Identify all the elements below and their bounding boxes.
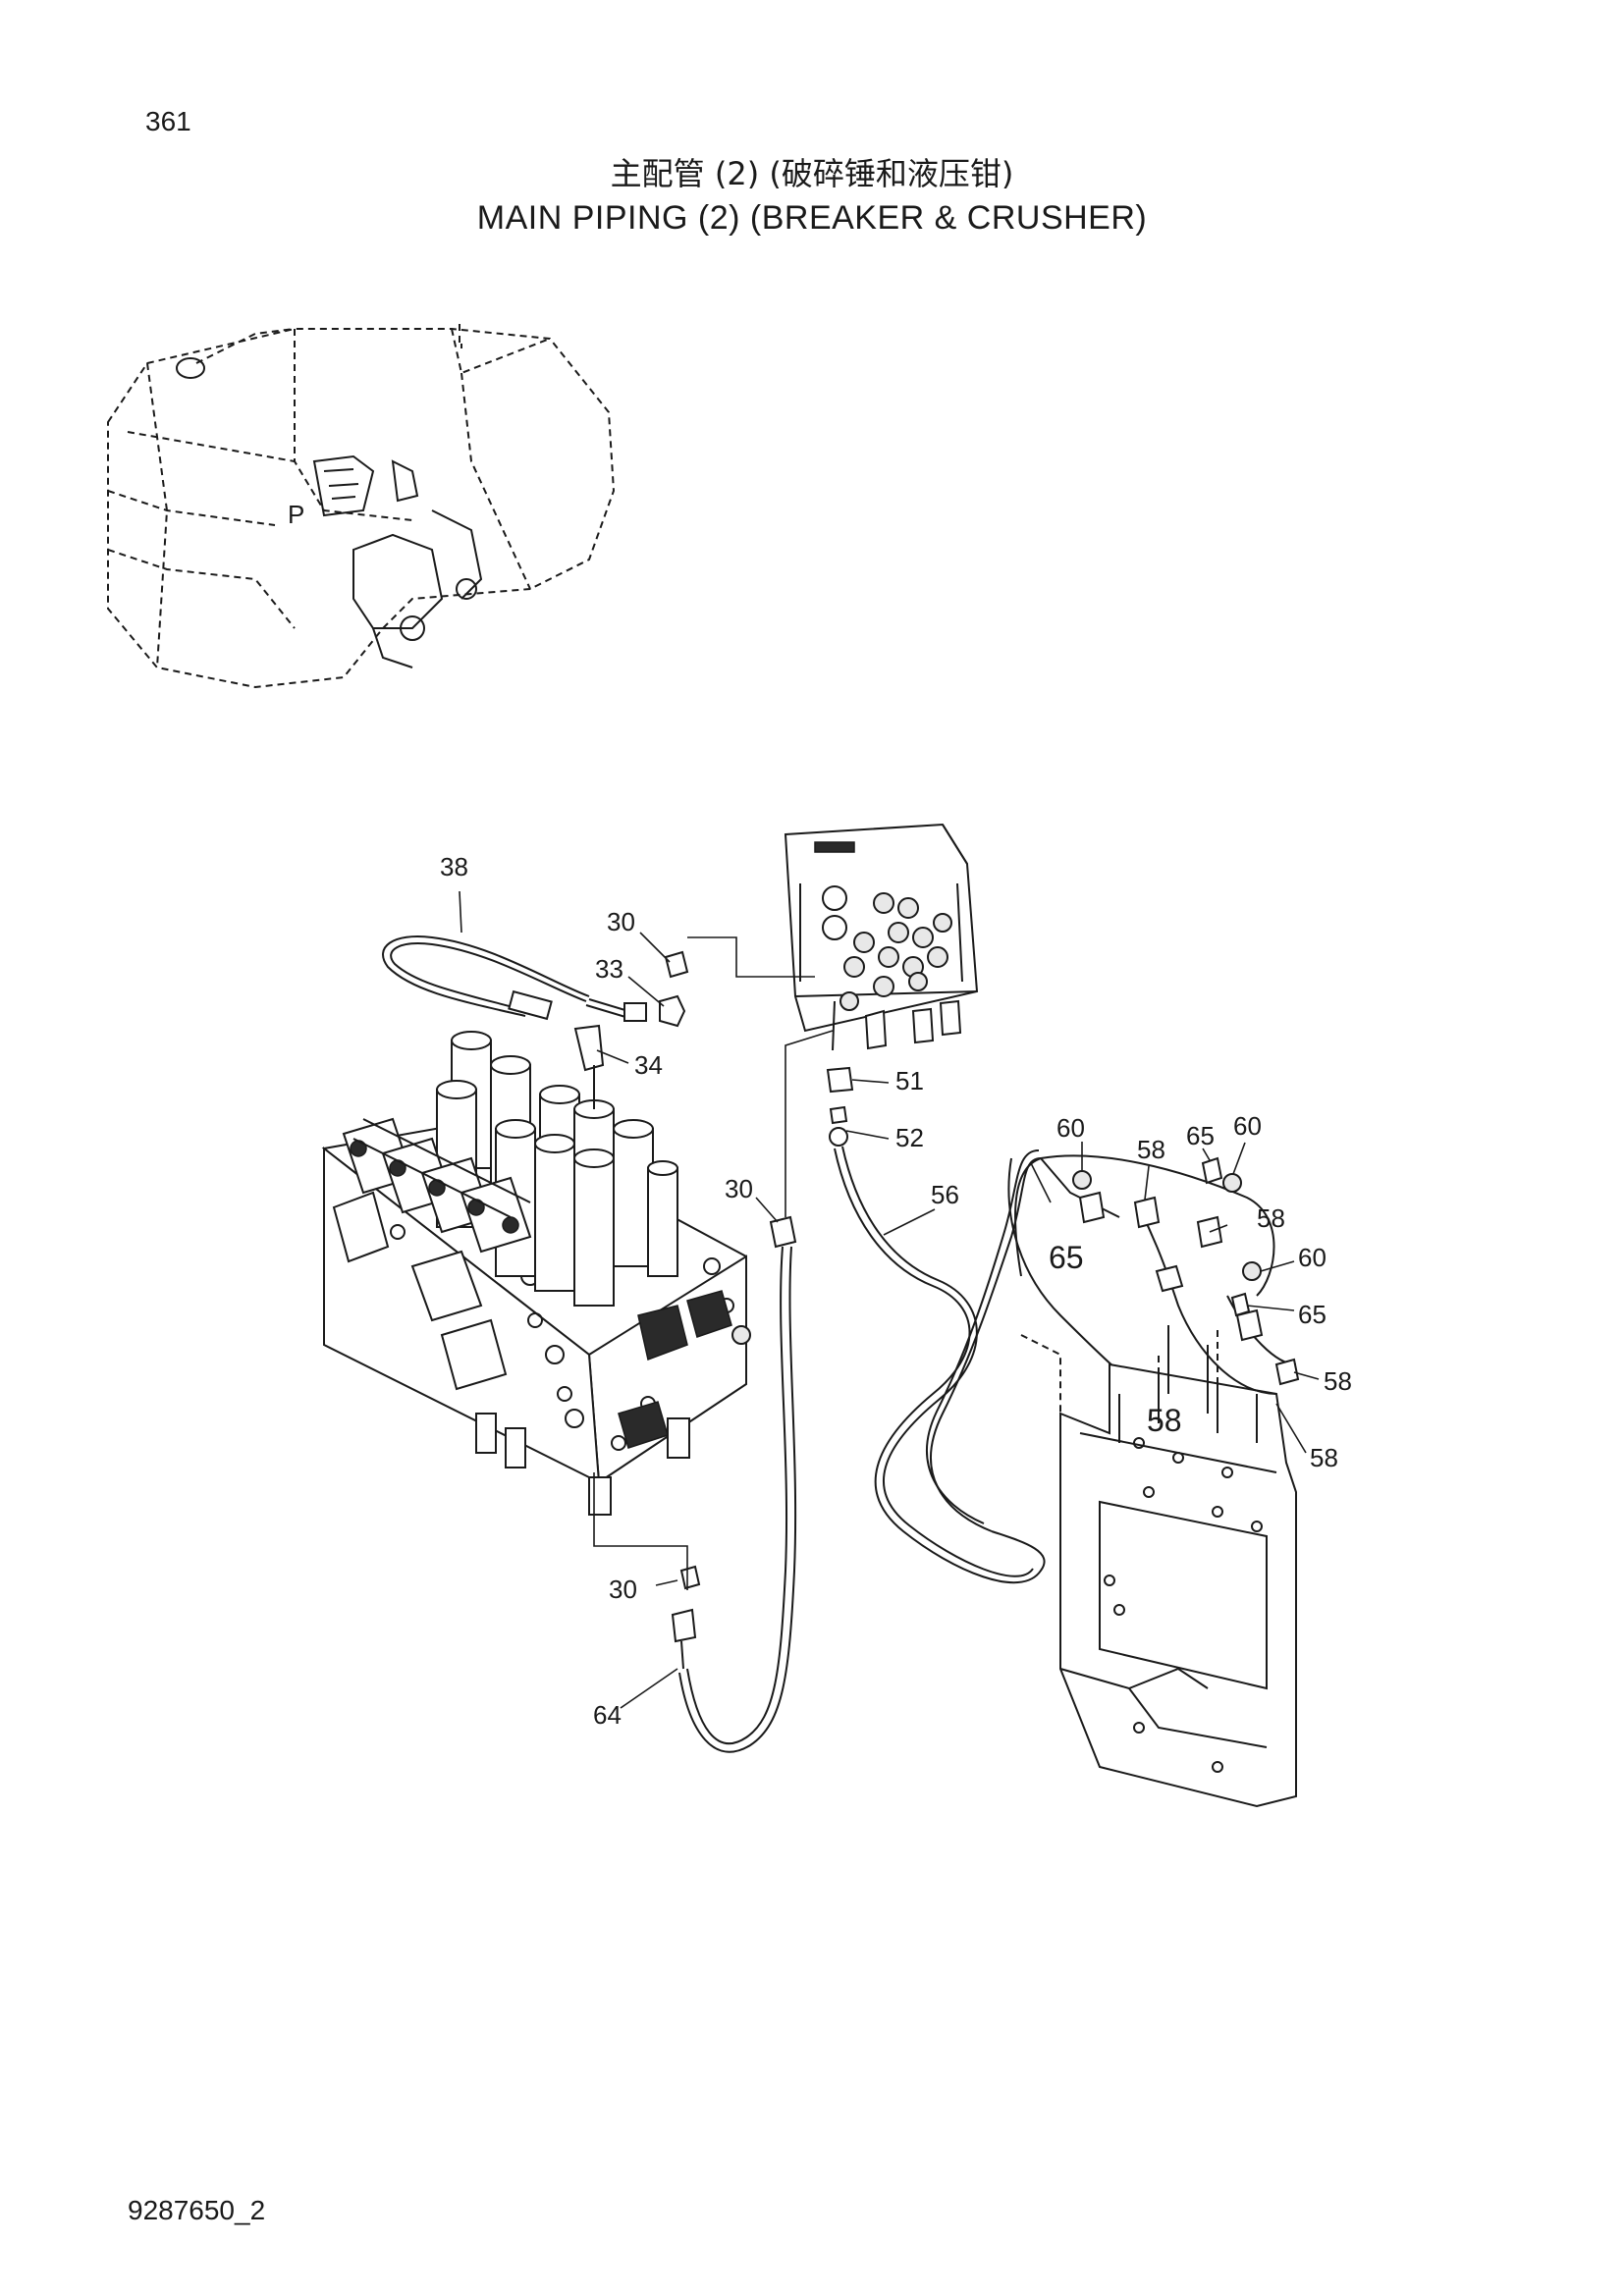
callout-60-c: 60: [1298, 1243, 1326, 1272]
leader-lines: [459, 890, 1320, 1709]
callout-33: 33: [595, 954, 623, 984]
callout-52: 52: [895, 1123, 924, 1152]
mounting-bracket: [1020, 1325, 1297, 1808]
breaker-valve-block: [784, 823, 979, 1051]
callout-65-c: 65: [1298, 1300, 1326, 1329]
callout-65-a: 65: [1186, 1121, 1215, 1150]
title-chinese: 主配管 (2) (破碎锤和液压钳): [610, 155, 1014, 192]
reference-lines: [593, 936, 1052, 1590]
callout-34: 34: [634, 1050, 663, 1080]
callout-30-upper: 30: [607, 907, 635, 936]
solenoid-valves: [332, 1117, 532, 1391]
callout-30-lower: 30: [609, 1575, 637, 1604]
callout-64: 64: [593, 1700, 622, 1730]
callout-51: 51: [895, 1066, 924, 1095]
page-number: 361: [145, 106, 191, 136]
fittings-51-52: [826, 1066, 854, 1147]
excavator-overview: P: [107, 324, 616, 689]
document-number: 9287650_2: [128, 2195, 266, 2225]
callouts: 38 30 33 34 51 52 30 56 60 58 65 60 58 6…: [440, 852, 1352, 1730]
control-valve: [321, 1031, 751, 1516]
title-english: MAIN PIPING (2) (BREAKER & CRUSHER): [476, 199, 1148, 237]
hose-38-assembly: [382, 935, 689, 1109]
callout-58-e: 58: [1310, 1443, 1338, 1472]
callout-60-b: 60: [1233, 1111, 1262, 1141]
callout-60-a: 60: [1056, 1113, 1085, 1143]
callout-58-a: 58: [1137, 1135, 1165, 1164]
callout-56: 56: [931, 1180, 959, 1209]
callout-58-b: 58: [1257, 1203, 1285, 1233]
callout-58-c: 58: [1324, 1366, 1352, 1396]
hose-64: [671, 1215, 797, 1753]
overview-marker: P: [288, 500, 304, 529]
callout-65-b: 65: [1049, 1240, 1084, 1275]
callout-38: 38: [440, 852, 468, 881]
callout-58-d: 58: [1147, 1403, 1182, 1438]
callout-30-middle: 30: [725, 1174, 753, 1203]
